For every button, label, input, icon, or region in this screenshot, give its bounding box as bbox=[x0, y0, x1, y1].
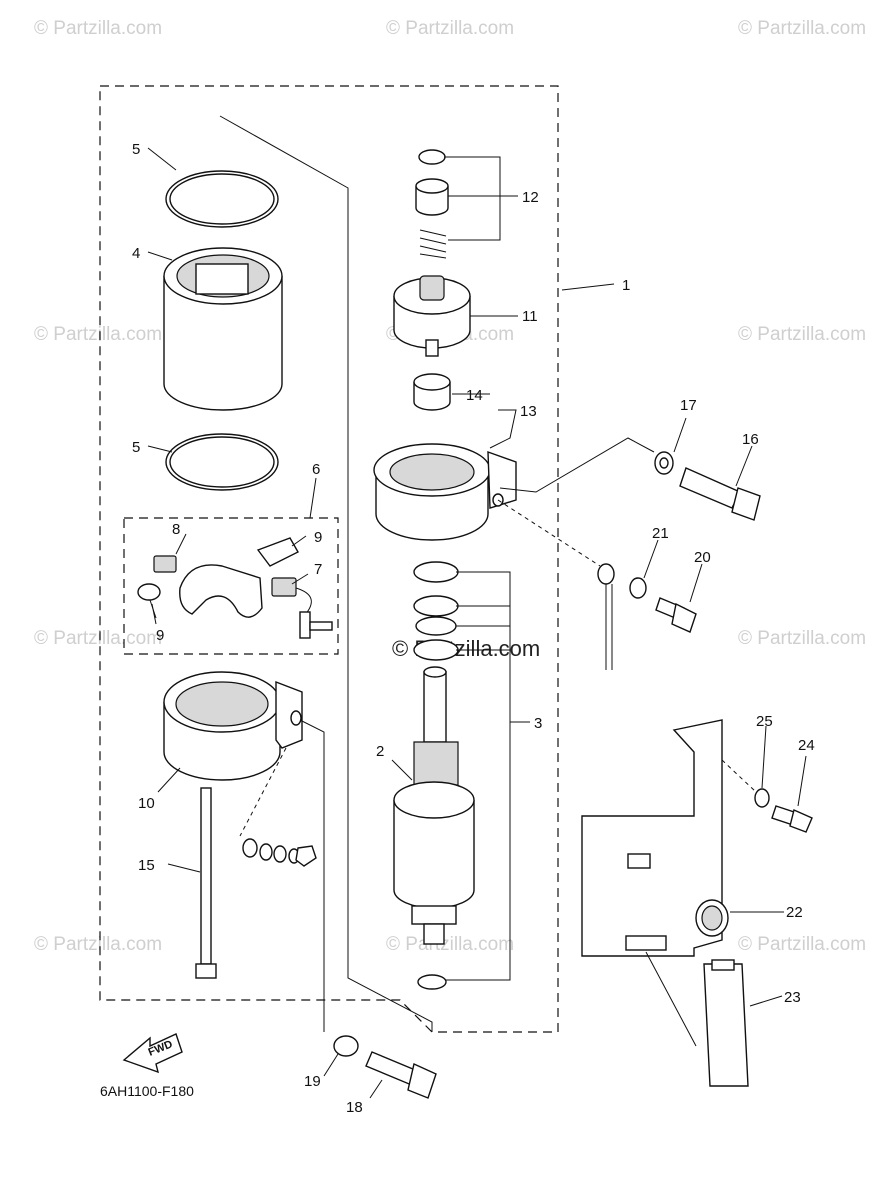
fwd-arrow: FWD bbox=[122, 1033, 183, 1074]
watermark: © Partzilla.com bbox=[738, 324, 866, 345]
callout-9-left: 9 bbox=[156, 627, 164, 644]
callout-25: 25 bbox=[756, 713, 773, 730]
cover bbox=[703, 959, 749, 1087]
callout-3: 3 bbox=[534, 715, 542, 732]
callout-24: 24 bbox=[798, 737, 815, 754]
callout-11: 11 bbox=[522, 308, 538, 325]
front-bracket bbox=[163, 671, 303, 781]
callout-labels: 1 2 3 4 5 5 6 7 8 9 9 10 11 12 13 14 15 … bbox=[132, 141, 815, 1116]
bolt-20 bbox=[655, 597, 697, 633]
callout-23: 23 bbox=[784, 989, 801, 1006]
callout-8: 8 bbox=[172, 521, 180, 538]
watermark: © Partzilla.com bbox=[34, 628, 162, 649]
starter-bracket bbox=[581, 719, 729, 957]
washer-17 bbox=[654, 451, 674, 475]
callout-20: 20 bbox=[694, 549, 711, 566]
brush-holder-assembly bbox=[137, 537, 333, 639]
callout-2: 2 bbox=[376, 743, 384, 760]
callout-22: 22 bbox=[786, 904, 803, 921]
callout-5-lower: 5 bbox=[132, 439, 140, 456]
washer-21 bbox=[629, 577, 647, 599]
callout-16: 16 bbox=[742, 431, 759, 448]
assembly-outlines bbox=[99, 85, 559, 1033]
o-ring-upper bbox=[165, 170, 279, 228]
washer-set bbox=[413, 561, 459, 990]
watermark: © Partzilla.com bbox=[738, 628, 866, 649]
watermarks: © Partzilla.com © Partzilla.com © Partzi… bbox=[34, 18, 866, 955]
lead-wire bbox=[597, 563, 615, 670]
armature bbox=[393, 666, 475, 945]
callout-5-upper: 5 bbox=[132, 141, 140, 158]
watermark: © Partzilla.com bbox=[738, 934, 866, 955]
diagram-code: 6AH1100-F180 bbox=[100, 1083, 194, 1099]
bushing bbox=[413, 373, 451, 411]
callout-21: 21 bbox=[652, 525, 669, 542]
callout-19: 19 bbox=[304, 1073, 321, 1090]
washer-25 bbox=[754, 788, 770, 808]
drive-clutch bbox=[393, 275, 471, 357]
callout-1: 1 bbox=[622, 277, 630, 294]
watermark: © Partzilla.com bbox=[738, 18, 866, 39]
watermark: © Partzilla.com bbox=[386, 18, 514, 39]
rear-bracket bbox=[373, 443, 517, 541]
callout-7: 7 bbox=[314, 561, 322, 578]
washer-19 bbox=[333, 1035, 359, 1057]
callout-18: 18 bbox=[346, 1099, 363, 1116]
watermark: © Partzilla.com bbox=[34, 18, 162, 39]
callout-4: 4 bbox=[132, 245, 140, 262]
washer-nut-stack bbox=[242, 838, 317, 867]
callout-17: 17 bbox=[680, 397, 697, 414]
callout-6: 6 bbox=[312, 461, 320, 478]
o-ring-lower bbox=[165, 433, 279, 491]
callout-14: 14 bbox=[466, 387, 483, 404]
callout-15: 15 bbox=[138, 857, 155, 874]
callout-13: 13 bbox=[520, 403, 537, 420]
bolt-18 bbox=[365, 1051, 437, 1099]
watermark: © Partzilla.com bbox=[386, 934, 514, 955]
through-bolt bbox=[195, 787, 217, 979]
watermark: © Partzilla.com bbox=[34, 934, 162, 955]
callout-10: 10 bbox=[138, 795, 155, 812]
pinion-parts bbox=[415, 149, 449, 259]
watermark: © Partzilla.com bbox=[34, 324, 162, 345]
leader-lines bbox=[147, 147, 807, 1099]
callout-12: 12 bbox=[522, 189, 539, 206]
bolt-16 bbox=[679, 467, 761, 521]
bolt-24 bbox=[771, 805, 813, 833]
callout-9-right: 9 bbox=[314, 529, 322, 546]
yoke bbox=[163, 247, 283, 411]
